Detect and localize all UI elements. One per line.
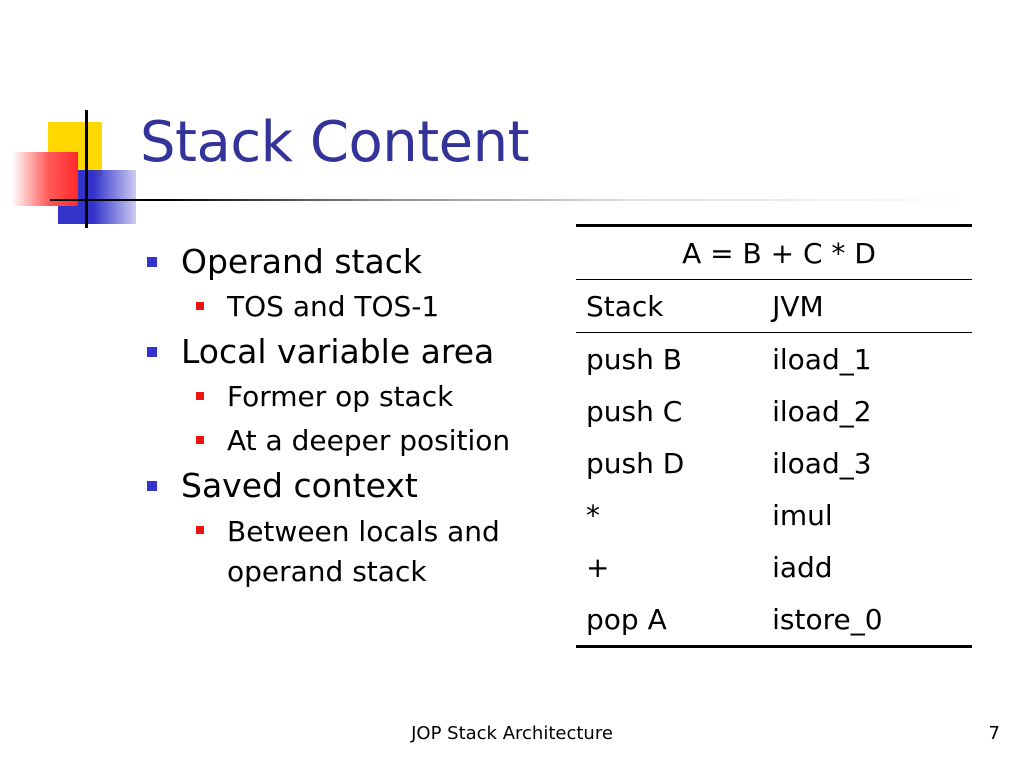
stack-cell: push D [586,446,685,480]
table-row: push C iload_2 [576,385,972,437]
stack-cell: + [586,550,610,584]
stack-cell: push B [586,342,682,376]
jvm-cell: iload_3 [772,446,872,480]
column-header-stack: Stack [576,279,773,333]
bullet-item: Local variable area [145,332,565,372]
slide-title: Stack Content [140,110,530,175]
jvm-cell: iadd [772,550,833,584]
table-caption-row: A = B + C * D [576,224,972,280]
bullet-marker [147,481,157,491]
sub-bullet-item: TOS and TOS-1 [145,288,565,326]
sub-bullet-text: TOS and TOS-1 [227,290,440,323]
bullet-text: Operand stack [181,242,422,281]
sub-bullet-text-line1: Between locals and [227,515,500,548]
slide-number: 7 [988,723,1000,744]
table-row: * imul [576,489,972,541]
sub-bullet-item: Between locals and operand stack [145,512,565,592]
bullet-list: Operand stack TOS and TOS-1 Local variab… [145,236,565,598]
decorative-horizontal-line [50,199,980,201]
table-row: + iadd [576,541,972,593]
stack-cell: * [586,498,600,532]
bullet-item: Saved context [145,466,565,506]
table-caption: A = B + C * D [576,224,972,280]
sub-bullet-item: Former op stack [145,378,565,416]
table-row: pop A istore_0 [576,593,972,648]
sub-bullet-marker [196,302,204,310]
decorative-vertical-line [85,110,88,228]
column-header-jvm: JVM [772,279,972,333]
code-table: A = B + C * D Stack JVM push B iload_1 p… [576,224,972,648]
stack-cell: push C [586,394,683,428]
decorative-red-square [12,152,78,206]
jvm-cell: istore_0 [772,593,972,648]
footer-text: JOP Stack Architecture [411,723,613,744]
sub-bullet-text: At a deeper position [227,424,511,457]
sub-bullet-marker [196,392,204,400]
bullet-text: Saved context [181,466,418,505]
bullet-item: Operand stack [145,242,565,282]
sub-bullet-item: At a deeper position [145,422,565,460]
jvm-cell: iload_1 [772,342,872,376]
table-row: push D iload_3 [576,437,972,489]
sub-bullet-text-line2: operand stack [227,555,427,588]
table-row: push B iload_1 [576,333,972,386]
sub-bullet-text: Former op stack [227,380,454,413]
bullet-marker [147,257,157,267]
bullet-marker [147,347,157,357]
stack-cell: pop A [576,593,773,648]
bullet-text: Local variable area [181,332,495,371]
sub-bullet-marker [196,526,204,534]
jvm-cell: imul [772,498,833,532]
table-header-row: Stack JVM [576,279,972,333]
jvm-cell: iload_2 [772,394,872,428]
sub-bullet-marker [196,436,204,444]
